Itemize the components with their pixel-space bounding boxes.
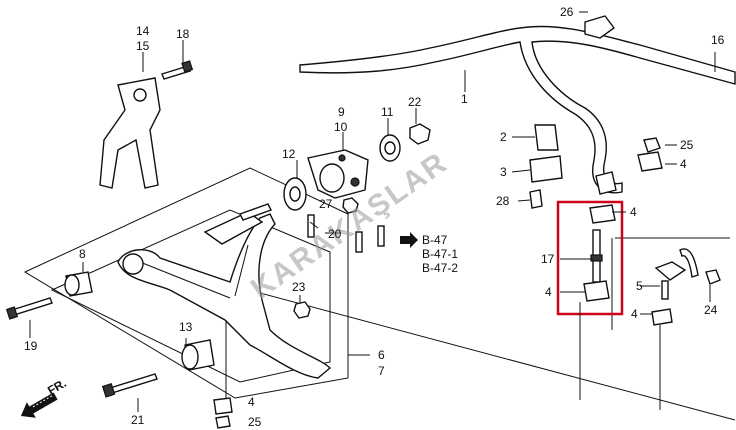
bushing-13-face [181,344,199,370]
label-15: 15 [136,39,150,53]
bolt-18 [161,65,191,80]
label-9: 9 [338,105,345,119]
bushing-2 [534,124,559,151]
label-4-end: 4 [631,307,638,321]
knuckle-bore [133,88,147,102]
label-16: 16 [711,33,725,47]
label-25-bottom: 25 [248,415,262,429]
bolt-20a [307,214,315,238]
label-19: 19 [24,339,38,353]
stabilizer-bar-end [595,171,617,195]
bushing-12-core [289,186,301,202]
bushing-bracket-bolt-a [350,177,360,187]
bolt-20b [355,231,363,253]
nut-25-bottom [215,415,231,429]
label-1: 1 [461,92,468,106]
label-24: 24 [704,303,718,317]
label-4-bottom: 4 [248,395,255,409]
front-label: FR. [45,376,69,398]
lower-arm-stud [239,203,272,221]
bushing-4-top [637,151,663,172]
reference-b47-1: B-47-1 [422,247,458,261]
lower-arm-rib [139,244,249,299]
label-25-top: 25 [680,138,694,152]
end-link-5 [654,261,687,281]
bushing-bracket-eye [319,163,345,193]
leader-lines [29,11,716,412]
nut-25-top [643,137,661,153]
stabilizer-bar [299,25,736,194]
reference-b47-2: B-47-2 [422,261,458,275]
bracket-26 [584,15,615,39]
bolt-20c [377,225,385,247]
nut-27 [342,197,359,214]
label-5: 5 [636,279,643,293]
label-7: 7 [378,364,385,378]
front-arrow-icon [20,392,58,418]
bolt-19-head [5,306,19,320]
label-2: 2 [500,130,507,144]
lower-arm-bushing-eye [122,253,144,275]
assembly-frame-left [23,167,349,399]
lower-arm-upper-link [203,211,264,245]
label-4-link-bottom: 4 [545,285,552,299]
label-17: 17 [541,252,555,266]
knuckle-bracket [99,77,161,189]
bushing-bracket-bolt-b [338,154,346,162]
reference-b47: B-47 [422,233,448,247]
label-4-top: 4 [680,157,687,171]
clamp-3 [529,155,563,183]
label-4-link-top: 4 [630,205,637,219]
end-link-5-stud [661,280,669,300]
label-21: 21 [131,413,145,427]
label-26: 26 [560,5,574,19]
bolt-19 [11,297,53,316]
label-20: 20 [328,227,342,241]
link-17-hex [590,254,603,262]
label-8: 8 [79,247,86,261]
label-3: 3 [500,165,507,179]
bushing-11-core [384,141,396,155]
label-11: 11 [381,105,394,119]
highlight-box [556,200,624,316]
label-18: 18 [176,27,190,41]
label-28: 28 [496,194,510,208]
label-23: 23 [292,280,306,294]
bolt-28 [529,189,543,209]
label-13: 13 [179,320,193,334]
nut-22 [409,123,431,145]
bushing-8-face [64,274,80,296]
bolt-18-head [181,60,194,73]
bolt-21 [109,373,158,394]
label-10: 10 [334,120,348,134]
bushing-4-bottom [213,397,233,415]
label-12: 12 [282,147,296,161]
label-27: 27 [319,197,333,211]
bushing-4-link-top [589,204,616,224]
bolt-21-head [101,382,116,398]
label-6: 6 [378,348,385,362]
end-link-rod [679,248,699,278]
bushing-4-end [651,308,673,326]
label-14: 14 [136,24,150,38]
bushing-4-link-bottom [583,280,610,302]
label-22: 22 [408,95,422,109]
nut-23 [293,301,311,319]
nut-24 [705,269,721,285]
reference-arrow [400,232,418,248]
